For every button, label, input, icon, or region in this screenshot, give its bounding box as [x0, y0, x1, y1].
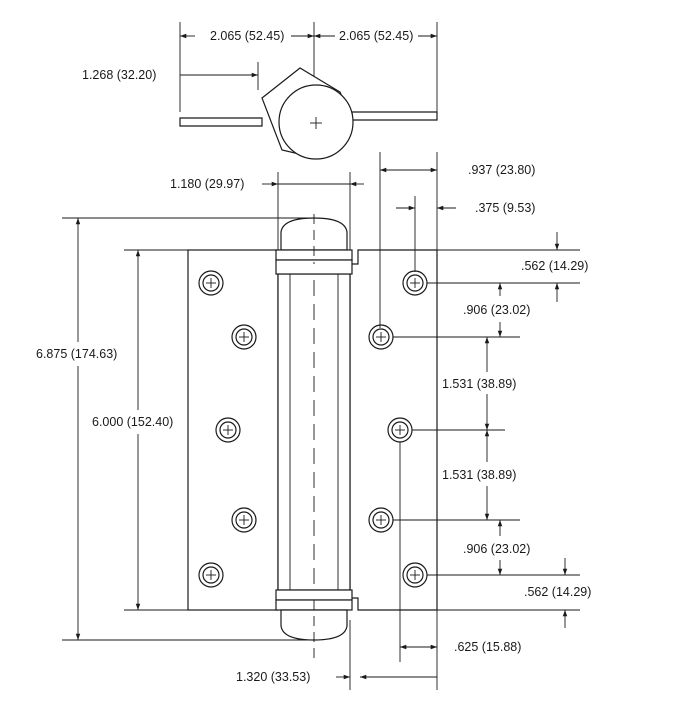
screw-hole [387, 417, 413, 443]
dim-hole-spacing-2: 1.531 (38.89) [442, 468, 516, 482]
screw-hole [231, 507, 257, 533]
dim-hole-offset-x: .937 (23.80) [468, 163, 535, 177]
screw-hole [215, 417, 241, 443]
top-view [179, 22, 438, 160]
dim-leaf-height: 6.000 (152.40) [92, 415, 173, 429]
dim-leaf-to-pin: 1.320 (33.53) [236, 670, 310, 684]
dimension-lines [62, 152, 580, 690]
screw-holes-right [368, 270, 428, 588]
dim-middle-hole-x: .625 (15.88) [454, 640, 521, 654]
dim-hole-spacing-1: 1.531 (38.89) [442, 377, 516, 391]
screw-hole [368, 507, 394, 533]
dim-top-hole-y: .562 (14.29) [521, 259, 588, 273]
screw-holes-left [198, 270, 257, 588]
dim-top-left-width: 2.065 (52.45) [210, 29, 284, 43]
screw-hole [231, 324, 257, 350]
screw-hole [402, 562, 428, 588]
dim-hole-pitch-top: .906 (23.02) [463, 303, 530, 317]
screw-hole [368, 324, 394, 350]
dim-top-right-width: 2.065 (52.45) [339, 29, 413, 43]
screw-hole [402, 270, 428, 296]
dim-hole-edge-x: .375 (9.53) [475, 201, 535, 215]
dimension-labels: 2.065 (52.45) 2.065 (52.45) 1.268 (32.20… [36, 29, 591, 684]
screw-hole [198, 562, 224, 588]
dim-hole-pitch-bottom: .906 (23.02) [463, 542, 530, 556]
dim-bottom-hole-y: .562 (14.29) [524, 585, 591, 599]
dim-overall-height: 6.875 (174.63) [36, 347, 117, 361]
dim-knuckle-offset: 1.268 (32.20) [82, 68, 156, 82]
screw-hole [198, 270, 224, 296]
dim-knuckle-diameter: 1.180 (29.97) [170, 177, 244, 191]
